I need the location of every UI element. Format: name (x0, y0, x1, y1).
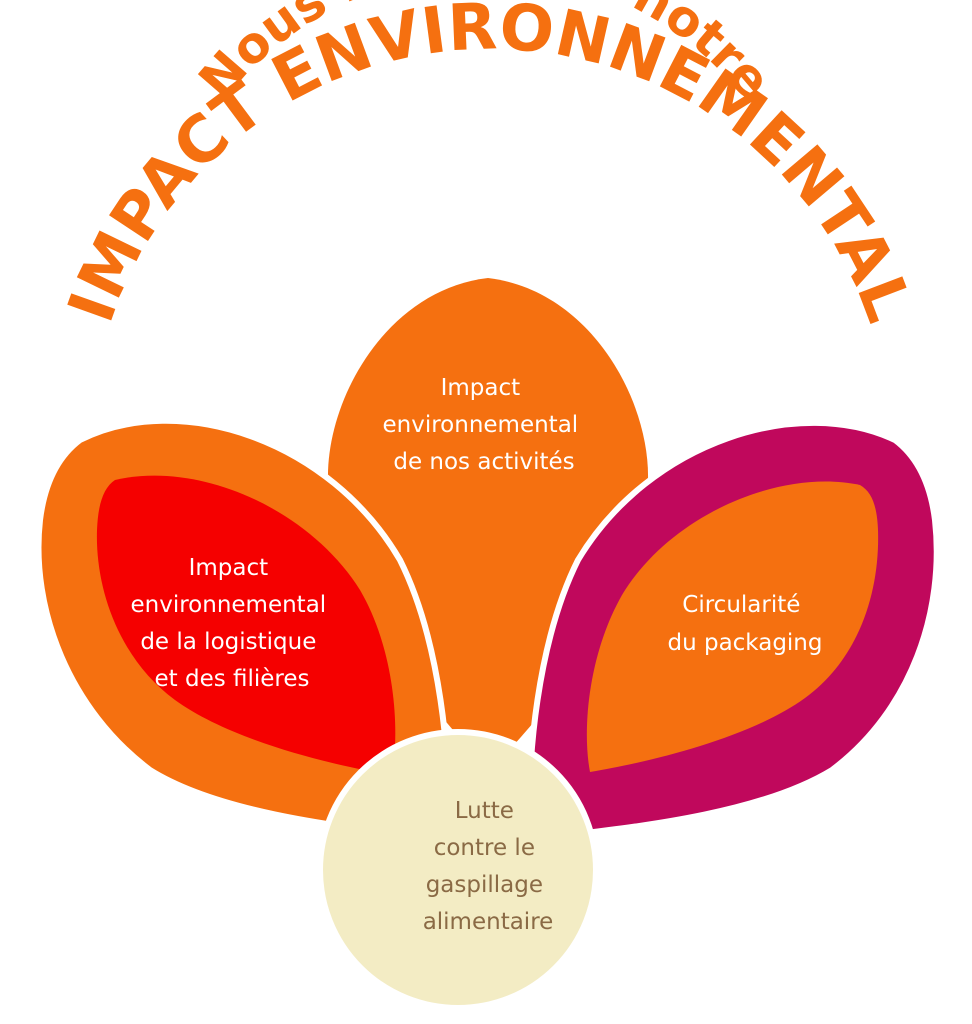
petal-top-label: Impact environnemental de nos activités (382, 375, 585, 475)
center-label: Lutte contre le gaspillage alimentaire (423, 798, 554, 935)
center-circle (317, 729, 599, 1011)
petal-right-label: Circularité du packaging (667, 592, 822, 656)
petal-left-label: Impact environnemental de la logistique … (130, 555, 333, 692)
petal-right-inner (586, 481, 879, 772)
petal-left-inner (96, 475, 396, 775)
